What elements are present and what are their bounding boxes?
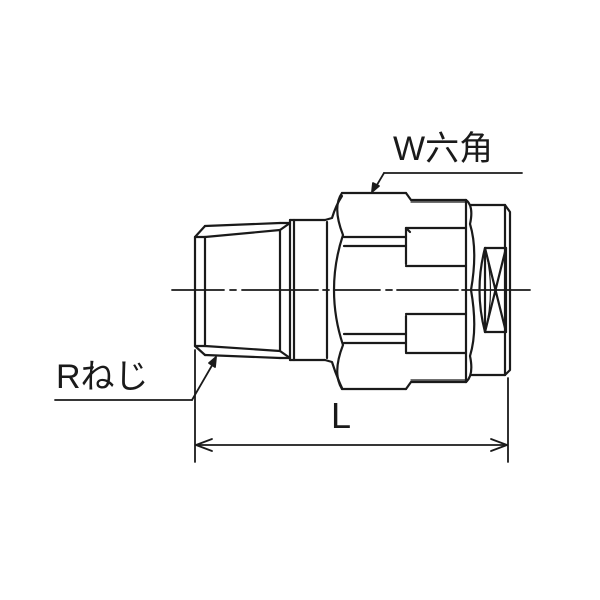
hex-body — [332, 191, 476, 391]
extension-lines — [194, 349, 509, 463]
leader-w-hex — [371, 172, 523, 193]
thread-section — [193, 221, 292, 360]
leader-r-thread — [54, 356, 217, 401]
collar — [288, 194, 344, 390]
length-label: L — [331, 395, 352, 436]
thread-label: Rねじ — [56, 358, 149, 396]
hex-size-label: W六角 — [393, 130, 494, 168]
end-nut — [469, 203, 512, 377]
dimension-line-l — [195, 438, 508, 452]
